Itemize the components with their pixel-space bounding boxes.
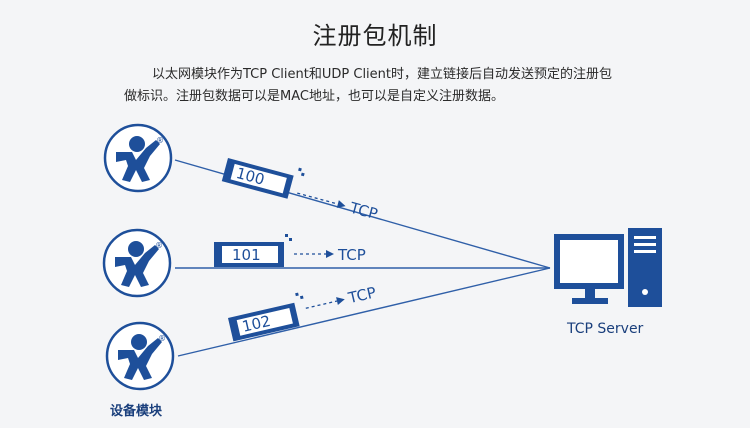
desktop-computer-icon [554, 228, 662, 307]
page-title: 注册包机制 [312, 22, 438, 50]
device-module-icon-2 [102, 228, 172, 298]
description-line-1: 以太网模块作为TCP Client和UDP Client时，建立链接后自动发送预… [152, 67, 612, 82]
packet-3-protocol: TCP [346, 283, 378, 307]
connection-line-3 [177, 267, 551, 357]
packet-1-protocol: TCP [347, 198, 379, 223]
packet-1: 100 TCP [221, 158, 380, 223]
device-module-icon-3 [105, 321, 175, 391]
packet-2: 101 TCP [214, 234, 366, 267]
packet-3: 102 TCP [228, 283, 378, 342]
description: 以太网模块作为TCP Client和UDP Client时，建立链接后自动发送预… [124, 64, 734, 108]
device-module-icon-1 [103, 123, 173, 193]
packet-3-value: 102 [240, 312, 272, 336]
device-label: 设备模块 [110, 404, 163, 419]
packet-2-protocol: TCP [337, 246, 366, 264]
packet-2-value: 101 [232, 246, 261, 264]
description-line-2: 做标识。注册包数据可以是MAC地址，也可以是自定义注册数据。 [124, 89, 504, 104]
server-label: TCP Server [567, 321, 644, 337]
